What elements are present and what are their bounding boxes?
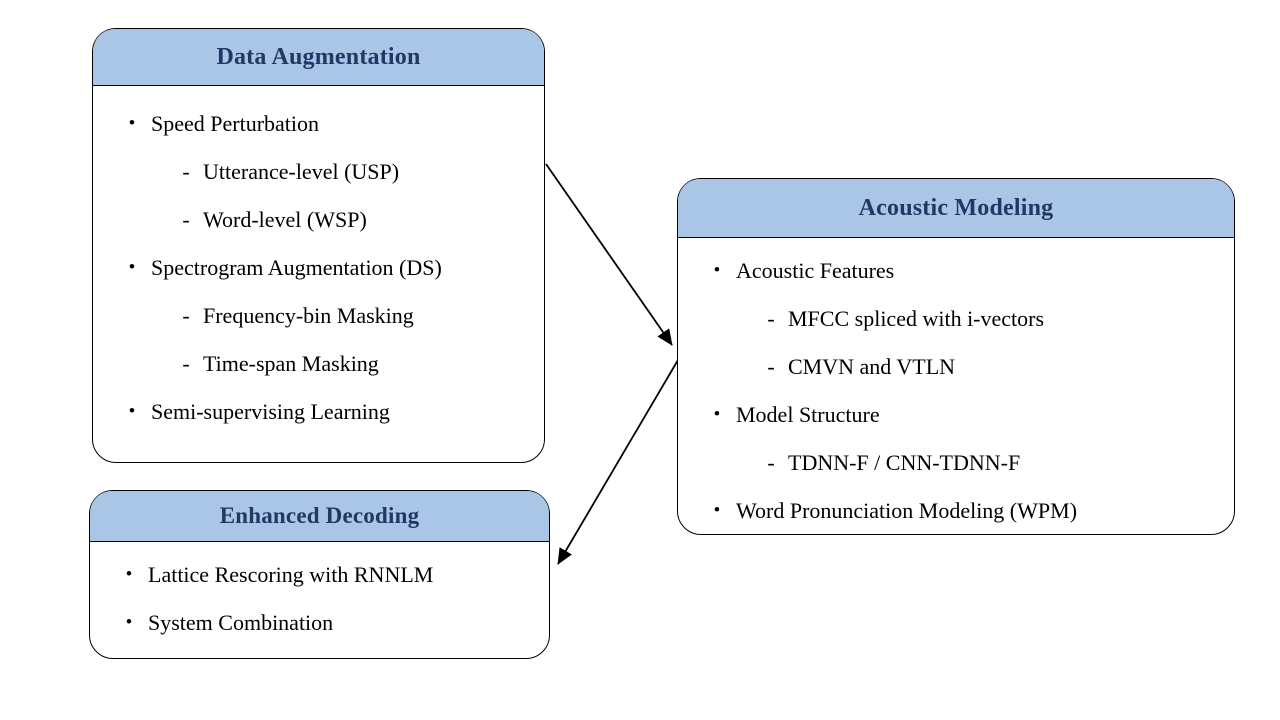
list-item-label: System Combination [148, 610, 334, 635]
bullet-icon: • [713, 500, 721, 521]
list-item: - MFCC spliced with i-vectors [678, 295, 1234, 343]
list-item-label: MFCC spliced with i-vectors [788, 306, 1045, 331]
box-enhanced-decoding: Enhanced Decoding • Lattice Rescoring wi… [89, 490, 550, 659]
box-data-augmentation-body: • Speed Perturbation - Utterance-level (… [93, 86, 544, 436]
box-acoustic-modeling-body: • Acoustic Features - MFCC spliced with … [678, 238, 1234, 535]
list-item: • System Combination [90, 599, 549, 647]
arrow-data-augmentation-to-acoustic-modeling [545, 163, 673, 346]
box-title: Acoustic Modeling [858, 194, 1054, 221]
dash-icon: - [767, 450, 775, 475]
box-title: Enhanced Decoding [219, 503, 420, 528]
box-enhanced-decoding-body: • Lattice Rescoring with RNNLM • System … [90, 542, 549, 647]
list-item-label: Speed Perturbation [151, 111, 320, 136]
list-item-label: Frequency-bin Masking [203, 303, 414, 328]
box-title: Data Augmentation [216, 43, 421, 70]
list-item: • Speed Perturbation [93, 100, 544, 148]
list-item: - Time-span Masking [93, 340, 544, 388]
list-item: - Word-level (WSP) [93, 196, 544, 244]
list-item-label: Spectrogram Augmentation (DS) [151, 255, 442, 280]
box-data-augmentation-header: Data Augmentation [93, 29, 544, 86]
bullet-icon: • [713, 404, 721, 425]
dash-icon: - [182, 303, 190, 328]
list-item: • Semi-supervising Learning [93, 388, 544, 436]
list-item: • Model Structure [678, 391, 1234, 439]
list-item-label: Time-span Masking [203, 351, 379, 376]
bullet-icon: • [128, 113, 136, 134]
list-item: - CMVN and VTLN [678, 343, 1234, 391]
bullet-icon: • [713, 260, 721, 281]
list-item: • Word Pronunciation Modeling (WPM) [678, 487, 1234, 535]
bullet-icon: • [128, 401, 136, 422]
list-item-label: Word Pronunciation Modeling (WPM) [736, 498, 1078, 523]
list-item-label: Lattice Rescoring with RNNLM [148, 562, 434, 587]
box-enhanced-decoding-header: Enhanced Decoding [90, 491, 549, 542]
bullet-icon: • [128, 257, 136, 278]
list-item-label: Semi-supervising Learning [151, 399, 390, 424]
list-item-label: Model Structure [736, 402, 880, 427]
dash-icon: - [767, 306, 775, 331]
list-item: - Utterance-level (USP) [93, 148, 544, 196]
list-item: • Acoustic Features [678, 247, 1234, 295]
list-item: - Frequency-bin Masking [93, 292, 544, 340]
dash-icon: - [182, 159, 190, 184]
list-item-label: Word-level (WSP) [203, 207, 367, 232]
bullet-icon: • [125, 564, 133, 585]
list-item-label: TDNN-F / CNN-TDNN-F [788, 450, 1021, 475]
list-item: - TDNN-F / CNN-TDNN-F [678, 439, 1234, 487]
box-data-augmentation: Data Augmentation • Speed Perturbation -… [92, 28, 545, 463]
dash-icon: - [182, 207, 190, 232]
bullet-icon: • [125, 612, 133, 633]
list-item: • Lattice Rescoring with RNNLM [90, 551, 549, 599]
list-item: • Spectrogram Augmentation (DS) [93, 244, 544, 292]
box-acoustic-modeling-header: Acoustic Modeling [678, 179, 1234, 238]
arrow-acoustic-modeling-to-enhanced-decoding [557, 359, 679, 565]
box-acoustic-modeling: Acoustic Modeling • Acoustic Features - … [677, 178, 1235, 535]
list-item-label: CMVN and VTLN [788, 354, 956, 379]
dash-icon: - [182, 351, 190, 376]
dash-icon: - [767, 354, 775, 379]
list-item-label: Utterance-level (USP) [203, 159, 400, 184]
list-item-label: Acoustic Features [736, 258, 895, 283]
